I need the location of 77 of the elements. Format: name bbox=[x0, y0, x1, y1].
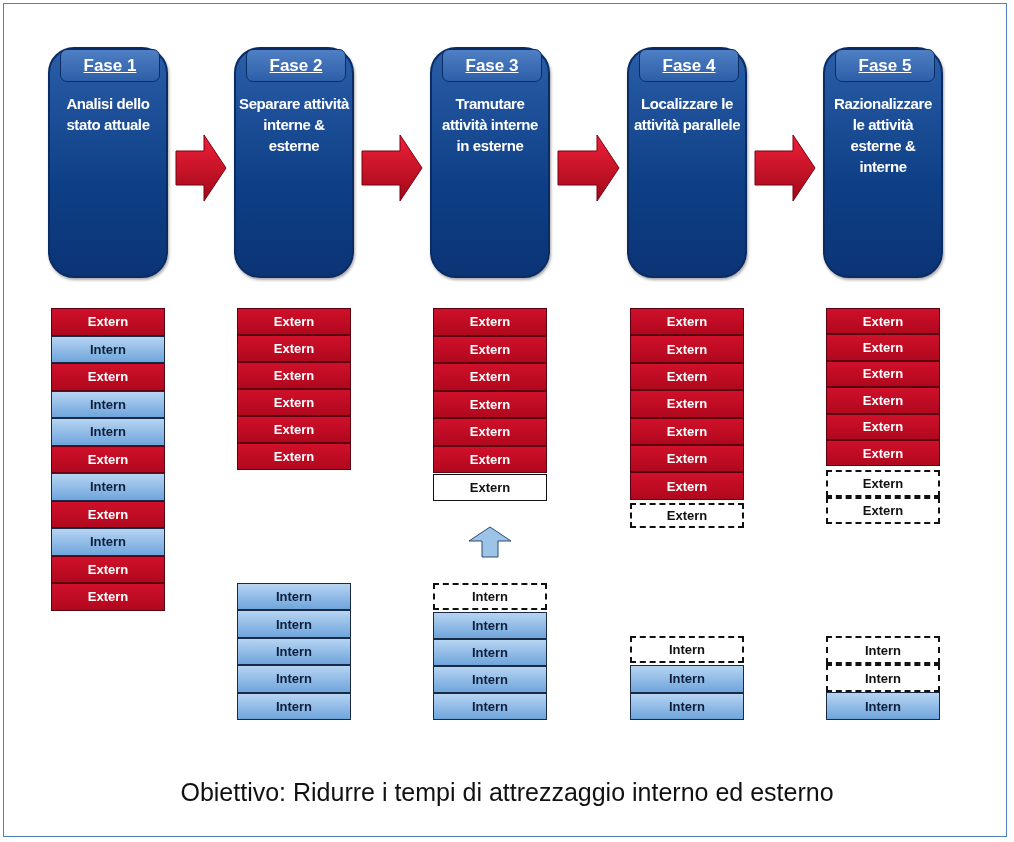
internal-activity-block: Intern bbox=[237, 692, 351, 720]
dashed-activity-block: Intern bbox=[433, 583, 547, 610]
phase-card bbox=[823, 47, 943, 278]
dashed-activity-block: Extern bbox=[630, 503, 744, 528]
internal-activity-block: Intern bbox=[51, 390, 165, 418]
external-activity-block: Extern bbox=[826, 440, 940, 467]
dashed-activity-block: Intern bbox=[826, 636, 940, 664]
external-activity-block: Extern bbox=[51, 445, 165, 473]
phase-description: Analisi dello stato attuale bbox=[65, 94, 151, 135]
dashed-activity-block: Intern bbox=[630, 636, 744, 663]
external-activity-block: Extern bbox=[630, 362, 744, 391]
external-activity-block: Extern bbox=[433, 363, 547, 391]
internal-activity-block: Intern bbox=[51, 335, 165, 363]
phase-tab: Fase 2 bbox=[246, 49, 346, 82]
external-activity-block: Extern bbox=[630, 472, 744, 500]
external-activity-block: Extern bbox=[51, 583, 165, 611]
phase-tab: Fase 5 bbox=[835, 49, 935, 82]
external-activity-block: Extern bbox=[630, 417, 744, 445]
phase-description: Tramutare attività interne in esterne bbox=[440, 94, 540, 156]
dashed-activity-block: Extern bbox=[826, 470, 940, 497]
external-activity-block: Extern bbox=[433, 418, 547, 446]
external-activity-block: Extern bbox=[237, 362, 351, 389]
external-activity-block: Extern bbox=[433, 390, 547, 418]
external-activity-block: Extern bbox=[237, 308, 351, 335]
phase-card bbox=[430, 47, 550, 278]
external-activity-block: Extern bbox=[237, 443, 351, 470]
phase-description: Localizzare le attività parallele bbox=[632, 94, 742, 135]
dashed-activity-block: Intern bbox=[826, 664, 940, 692]
converted-activity-block: Extern bbox=[433, 474, 547, 501]
internal-activity-block: Intern bbox=[51, 473, 165, 501]
internal-activity-block: Intern bbox=[237, 610, 351, 638]
phase-card bbox=[234, 47, 354, 278]
internal-activity-block: Intern bbox=[630, 692, 744, 720]
external-activity-block: Extern bbox=[826, 334, 940, 361]
internal-activity-block: Intern bbox=[237, 583, 351, 611]
phase-description: Razionalizzare le attività esterne & interne bbox=[833, 94, 933, 177]
external-activity-block: Extern bbox=[51, 308, 165, 336]
external-activity-block: Extern bbox=[51, 500, 165, 528]
external-activity-block: Extern bbox=[433, 335, 547, 363]
internal-activity-block: Intern bbox=[433, 666, 547, 693]
phase-card bbox=[48, 47, 168, 278]
internal-activity-block: Intern bbox=[826, 692, 940, 720]
dashed-activity-block: Extern bbox=[826, 497, 940, 524]
block-arrow bbox=[468, 526, 512, 558]
external-activity-block: Extern bbox=[630, 335, 744, 363]
external-activity-block: Extern bbox=[826, 413, 940, 440]
block-arrow bbox=[557, 134, 620, 202]
external-activity-block: Extern bbox=[51, 363, 165, 391]
block-arrow bbox=[754, 134, 816, 202]
phase-description: Separare attività interne & esterne bbox=[238, 94, 350, 156]
external-activity-block: Extern bbox=[237, 335, 351, 362]
phase-card bbox=[627, 47, 747, 278]
internal-activity-block: Intern bbox=[433, 612, 547, 639]
internal-activity-block: Intern bbox=[51, 528, 165, 556]
internal-activity-block: Intern bbox=[237, 665, 351, 693]
external-activity-block: Extern bbox=[630, 390, 744, 418]
external-activity-block: Extern bbox=[630, 308, 744, 336]
block-arrow bbox=[175, 134, 227, 202]
caption: Obiettivo: Ridurre i tempi di attrezzaggio interno ed esterno bbox=[179, 778, 835, 807]
external-activity-block: Extern bbox=[433, 445, 547, 473]
internal-activity-block: Intern bbox=[630, 665, 744, 693]
phase-tab: Fase 1 bbox=[60, 49, 160, 82]
external-activity-block: Extern bbox=[237, 389, 351, 416]
external-activity-block: Extern bbox=[826, 360, 940, 388]
phase-tab: Fase 3 bbox=[442, 49, 542, 82]
external-activity-block: Extern bbox=[630, 445, 744, 473]
external-activity-block: Extern bbox=[826, 308, 940, 335]
internal-activity-block: Intern bbox=[433, 639, 547, 666]
external-activity-block: Extern bbox=[237, 416, 351, 443]
block-arrow bbox=[361, 134, 423, 202]
internal-activity-block: Intern bbox=[237, 637, 351, 666]
internal-activity-block: Intern bbox=[51, 418, 165, 446]
internal-activity-block: Intern bbox=[433, 693, 547, 720]
external-activity-block: Extern bbox=[826, 387, 940, 414]
phase-tab: Fase 4 bbox=[639, 49, 739, 82]
external-activity-block: Extern bbox=[51, 555, 165, 583]
external-activity-block: Extern bbox=[433, 308, 547, 336]
